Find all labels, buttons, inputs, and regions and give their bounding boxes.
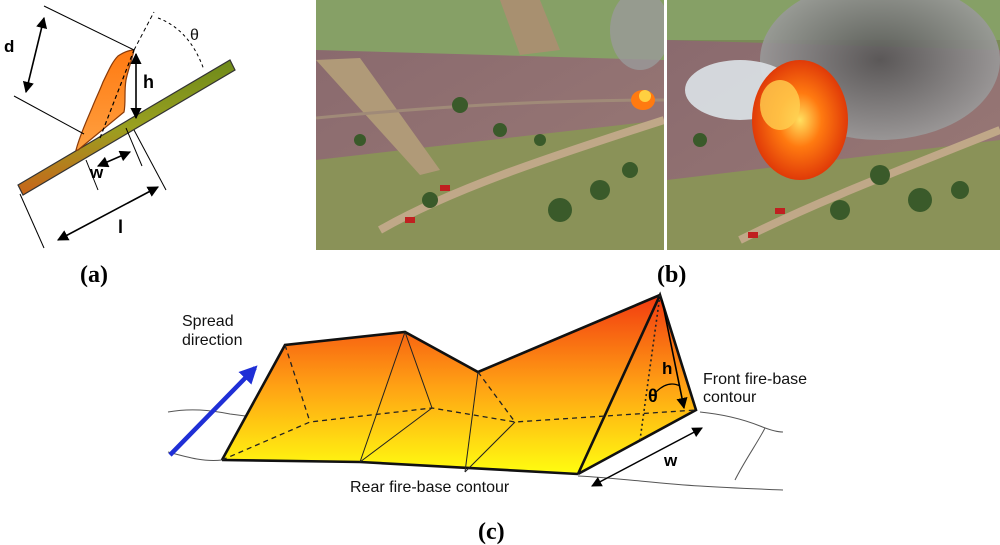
rear-contour-label: Rear fire-base contour — [350, 479, 510, 496]
w-arrow-c — [591, 427, 703, 487]
label-theta-c: θ — [648, 386, 658, 406]
panel-label-a: (a) — [80, 262, 108, 288]
panel-a-diagram: d h w l θ — [4, 5, 236, 249]
hidden-line-1 — [284, 344, 311, 423]
d-extension-top — [43, 5, 135, 51]
label-h: h — [143, 72, 154, 92]
spread-direction-label-1: Spread — [182, 313, 234, 330]
height-arrow-c — [661, 299, 688, 410]
panel-label-c: (c) — [478, 519, 505, 545]
d-extension-bottom — [13, 95, 85, 135]
front-contour-label-2: contour — [703, 389, 757, 406]
flame-shape — [75, 49, 135, 151]
theta-arc — [157, 17, 205, 71]
label-w-c: w — [663, 451, 678, 470]
slope-surface — [17, 59, 236, 196]
panel-label-b: (b) — [657, 262, 686, 288]
terrain-line-bottom — [167, 451, 223, 461]
fire-photo-developed — [667, 0, 1000, 250]
flame-axis — [99, 49, 135, 139]
panel-c-diagram: Spread direction Front fire-base contour… — [167, 291, 807, 496]
label-theta-a: θ — [190, 27, 199, 44]
l-extension-right — [133, 129, 167, 191]
label-d: d — [4, 37, 14, 56]
front-base-contour — [221, 407, 697, 461]
front-contour-label-1: Front fire-base — [703, 371, 807, 388]
l-arrow — [57, 186, 159, 241]
facet-line-5 — [464, 421, 516, 473]
terrain-line-right-diag — [734, 427, 766, 481]
terrain-line-right-bottom — [577, 475, 784, 491]
fire-photo-early — [316, 0, 664, 250]
l-extension-left — [19, 193, 45, 249]
w-extension-right — [125, 127, 143, 167]
facet-line-4 — [359, 407, 433, 463]
w-arrow — [96, 150, 132, 168]
facet-line-2 — [464, 371, 479, 473]
hidden-line-3 — [639, 294, 661, 441]
label-l: l — [118, 217, 123, 237]
spread-direction-arrow — [168, 365, 258, 457]
hidden-line-2 — [477, 371, 516, 423]
label-w: w — [89, 163, 104, 182]
spread-direction-label-2: direction — [182, 332, 242, 349]
facet-line-1 — [359, 331, 406, 463]
vertical-reference — [133, 11, 155, 51]
w-extension-left — [85, 159, 99, 191]
d-arrow — [22, 16, 48, 94]
facet-line-3 — [404, 331, 433, 409]
theta-arc-c — [655, 383, 681, 393]
terrain-line-right-top — [699, 411, 784, 433]
label-h-c: h — [662, 359, 672, 378]
